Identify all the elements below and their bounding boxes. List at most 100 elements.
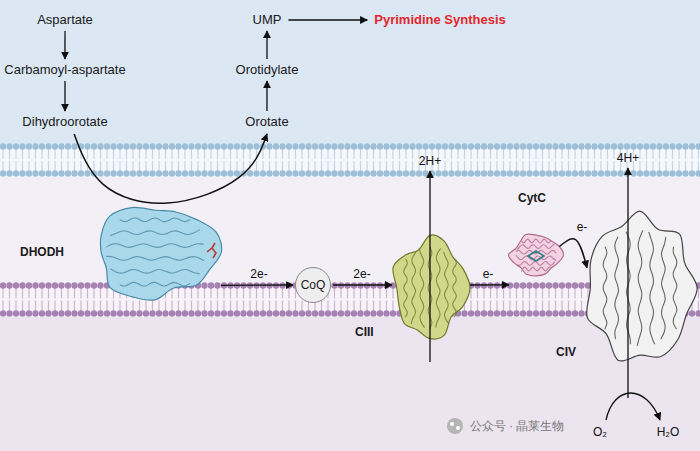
lipid-tail [80,288,81,299]
lipid-head [253,143,259,149]
lipid-tail [347,288,348,299]
lipid-tail [353,288,354,299]
lipid-head [604,143,610,149]
lipid-head [344,143,350,149]
lipid-head [71,282,77,288]
lipid-tail [210,301,211,312]
lipid-tail [503,149,504,159]
lipid-tail [262,301,263,312]
lipid-tail [464,149,465,159]
lipid-head [104,170,110,176]
lipid-head [500,170,506,176]
lipid-tail [470,301,471,312]
lipid-head [650,170,656,176]
lipid-head [286,170,292,176]
protein-helix [637,230,643,346]
lipid-tail [522,161,523,171]
lipid-tail [269,161,270,171]
lipid-tail [691,149,692,159]
lipid-head [585,170,591,176]
icon-dot [456,426,460,430]
lipid-tail [106,161,107,171]
lipid-head [663,143,669,149]
lipid-tail [184,161,185,171]
lipid-head [117,143,123,149]
flow-arrow [74,134,267,203]
lipid-head [396,143,402,149]
lipid-head [676,143,682,149]
lipid-tail [171,301,172,312]
lipid-head [351,143,357,149]
compartment-band [0,144,700,177]
lipid-head [591,143,597,149]
lipid-tail [698,149,699,159]
lipid-tail [646,161,647,171]
lipid-head [19,170,25,176]
lipid-head [45,170,51,176]
lipid-head [71,170,77,176]
lipid-tail [87,288,88,299]
lipid-tail [639,149,640,159]
lipid-head [325,310,331,316]
lipid-tail [353,149,354,159]
lipid-head [552,143,558,149]
lipid-tail [256,161,257,171]
lipid-head [390,143,396,149]
lipid-tail [535,288,536,299]
lipid-tail [184,301,185,312]
lipid-head [565,310,571,316]
lipid-tail [542,149,543,159]
lipid-head [71,143,77,149]
lipid-head [487,170,493,176]
lipid-tail [35,149,36,159]
lipid-tail [314,161,315,171]
lipid-head [474,143,480,149]
proton-arrow [627,168,628,398]
lipid-head [565,170,571,176]
lipid-head [97,282,103,288]
lipid-tail [366,288,367,299]
protein-helix [517,244,554,250]
lipid-head [344,170,350,176]
lipid-tail [639,161,640,171]
lipid-head [513,170,519,176]
lipid-tail [483,161,484,171]
lipid-head [689,143,695,149]
lipid-tail [197,161,198,171]
lipid-head [78,170,84,176]
lipid-tail [22,149,23,159]
lipid-head [481,310,487,316]
lipid-tail [483,288,484,299]
lipid-tail [100,301,101,312]
lipid-tail [243,161,244,171]
lipid-tail [366,149,367,159]
lipid-tail [67,288,68,299]
lipid-head [32,170,38,176]
lipid-head [65,310,71,316]
lipid-head [149,143,155,149]
lipid-head [156,143,162,149]
lipid-tail [2,149,3,159]
lipid-head [45,310,51,316]
lipid-tail [568,301,569,312]
lipid-tail [503,161,504,171]
lipid-tail [334,301,335,312]
lipid-tail [607,161,608,171]
lipid-head [253,170,259,176]
lipid-head [370,170,376,176]
lipid-tail [386,288,387,299]
metabolite: Carbamoyl-aspartate [1,61,128,79]
protein-helix [453,259,457,317]
lipid-tail [2,161,3,171]
lipid-head [0,282,6,288]
lipid-head [45,143,51,149]
lipid-tail [340,149,341,159]
lipid-tail [594,149,595,159]
lipid-head [539,310,545,316]
dhodh-protein [100,207,221,300]
lipid-head [182,310,188,316]
lipid-tail [93,149,94,159]
lipid-tail [561,288,562,299]
lipid-tail [217,149,218,159]
flow-arrow [266,81,267,111]
